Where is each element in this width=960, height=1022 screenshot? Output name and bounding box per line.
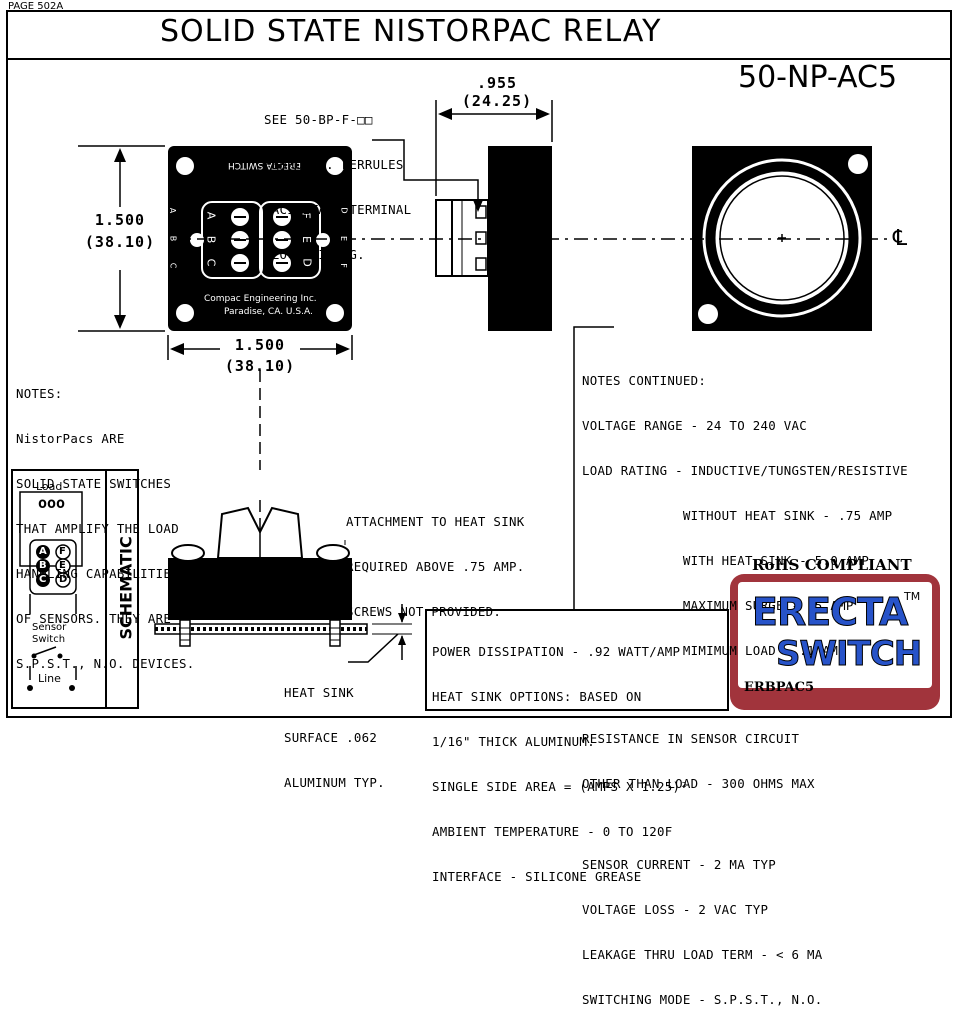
logo-erecta: ERECTA (751, 590, 908, 635)
note-line: SOLID STATE SWITCHES (16, 476, 172, 491)
logo-switch: SWITCH (775, 634, 922, 675)
front-letter-c: C (168, 262, 178, 269)
schematic-terminal-e: E (59, 560, 66, 571)
schematic-terminal-f: F (59, 546, 66, 557)
schematic-line-label: Line (38, 672, 61, 685)
depth-dim-inch: .955 (476, 74, 518, 92)
power-notes: POWER DISSIPATION - .92 WATT/AMP HEAT SI… (432, 614, 688, 899)
ferrule-note-line: FERRULES. FERRULES (264, 157, 404, 172)
maker-line-2: Paradise, CA. U.S.A. (224, 307, 313, 317)
schematic-terminal-c: C (39, 574, 47, 585)
notes-continued-line: WITH HEAT SINK - 5.0 AMP (582, 553, 870, 568)
ferrule-note-line: FACILITATE TERMINAL (264, 202, 412, 217)
power-note-line: INTERFACE - SILICONE GREASE (432, 869, 642, 884)
notes-block: NOTES: NistorPacs ARE SOLID STATE SWITCH… (16, 356, 194, 686)
note-line: OF SENSORS. THEY ARE (16, 611, 172, 626)
logo-tm: TM (904, 590, 921, 603)
front-letter-a: A (168, 207, 178, 214)
technical-drawing (11, 100, 940, 711)
maker-line-1: Compac Engineering Inc. (204, 294, 317, 304)
notes-continued-line: MAXIMUM SURGE - 15 AMP (582, 598, 854, 613)
height-dim-mm: (38.10) (84, 233, 156, 251)
note-line: HANDLING CAPABILITIES (16, 566, 179, 581)
heat-sink-note-line: SURFACE .062 (284, 730, 378, 745)
width-dim-mm: (38.10) (224, 357, 296, 375)
notes-continued-line: LOAD RATING - INDUCTIVE/TUNGSTEN/RESISTI… (582, 463, 908, 478)
schematic-switch-label: Switch (32, 634, 66, 645)
heat-sink-note-line: HEAT SINK (284, 685, 354, 700)
height-dim-inch: 1.500 (94, 211, 146, 229)
terminal-label-c: C (204, 258, 218, 267)
ferrule-note-line: SEE 50-BP-F-□□ (264, 112, 373, 127)
notes-continued-line: VOLTAGE RANGE - 24 TO 240 VAC (582, 418, 808, 433)
notes-continued-line: WITHOUT HEAT SINK - .75 AMP (582, 508, 893, 523)
power-note-line: AMBIENT TEMPERATURE - 0 TO 120F (432, 824, 673, 839)
front-letter-b: B (168, 235, 178, 242)
schematic-load-coil: ooo (38, 494, 66, 512)
notes-continued-line: MIMIMUM LOAD - .1 AMP (582, 643, 846, 658)
heat-sink-assembly (154, 506, 412, 663)
rohs-label: RoHS COMPLIANT (752, 556, 912, 574)
power-note-line: POWER DISSIPATION - .92 WATT/AMP (432, 644, 681, 659)
terminal-label-a: A (204, 211, 218, 220)
power-note-line: HEAT SINK OPTIONS: BASED ON (432, 689, 642, 704)
schematic-box (11, 469, 139, 709)
attachment-note: ATTACHMENT TO HEAT SINK REQUIRED ABOVE .… (346, 484, 524, 634)
catalog-code: ERBPAC5 (744, 680, 815, 695)
sensor-line: VOLTAGE LOSS - 2 VAC TYP (582, 902, 769, 917)
depth-dim-mm: (24.25) (461, 92, 533, 110)
title-box (6, 10, 952, 60)
schematic-terminal-d: D (59, 574, 68, 585)
schematic-load-label: Load (36, 480, 63, 493)
schematic-terminal-a: A (39, 546, 47, 557)
attachment-note-line: ATTACHMENT TO HEAT SINK (346, 514, 525, 529)
centerline-symbol: ℄ (893, 226, 908, 251)
ferrule-note: SEE 50-BP-F-□□ FERRULES. FERRULES FACILI… (264, 82, 411, 277)
ferrule-note-line: BLOCK WIRING. (264, 247, 365, 262)
schematic-terminal-b: B (39, 560, 47, 571)
notes-continued-line: NOTES CONTINUED: (582, 373, 707, 388)
power-note-line: SINGLE SIDE AREA = (AMPS X 1.25)² (432, 779, 689, 794)
attachment-note-line: SCREWS NOT PROVIDED. (346, 604, 502, 619)
attachment-note-line: REQUIRED ABOVE .75 AMP. (346, 559, 525, 574)
terminal-label-b: B (204, 235, 218, 244)
note-line: THAT AMPLIFY THE LOAD (16, 521, 179, 536)
page-title: SOLID STATE NISTORPAC RELAY (160, 14, 662, 49)
width-dim-inch: 1.500 (234, 336, 286, 354)
note-line: S.P.S.T., N.O. DEVICES. (16, 656, 195, 671)
erecta-switch-logo-frame (730, 574, 940, 710)
sensor-line: LEAKAGE THRU LOAD TERM - < 6 MA (582, 947, 823, 962)
heat-sink-note-line: ALUMINUM TYP. (284, 775, 385, 790)
note-line: NistorPacs ARE (16, 431, 125, 446)
note-line: NOTES: (16, 386, 63, 401)
sensor-line: SWITCHING MODE - S.P.S.T., N.O. (582, 992, 823, 1007)
part-number: 50-NP-AC5 (738, 60, 898, 95)
heat-sink-note: HEAT SINK SURFACE .062 ALUMINUM TYP. (284, 655, 385, 805)
power-note-line: 1/16" THICK ALUMINUM. (432, 734, 595, 749)
schematic-vertical-label: SCHEMATIC (116, 536, 136, 640)
page-label: PAGE 502A (8, 1, 64, 12)
schematic-sensor-label: Sensor (32, 622, 67, 633)
